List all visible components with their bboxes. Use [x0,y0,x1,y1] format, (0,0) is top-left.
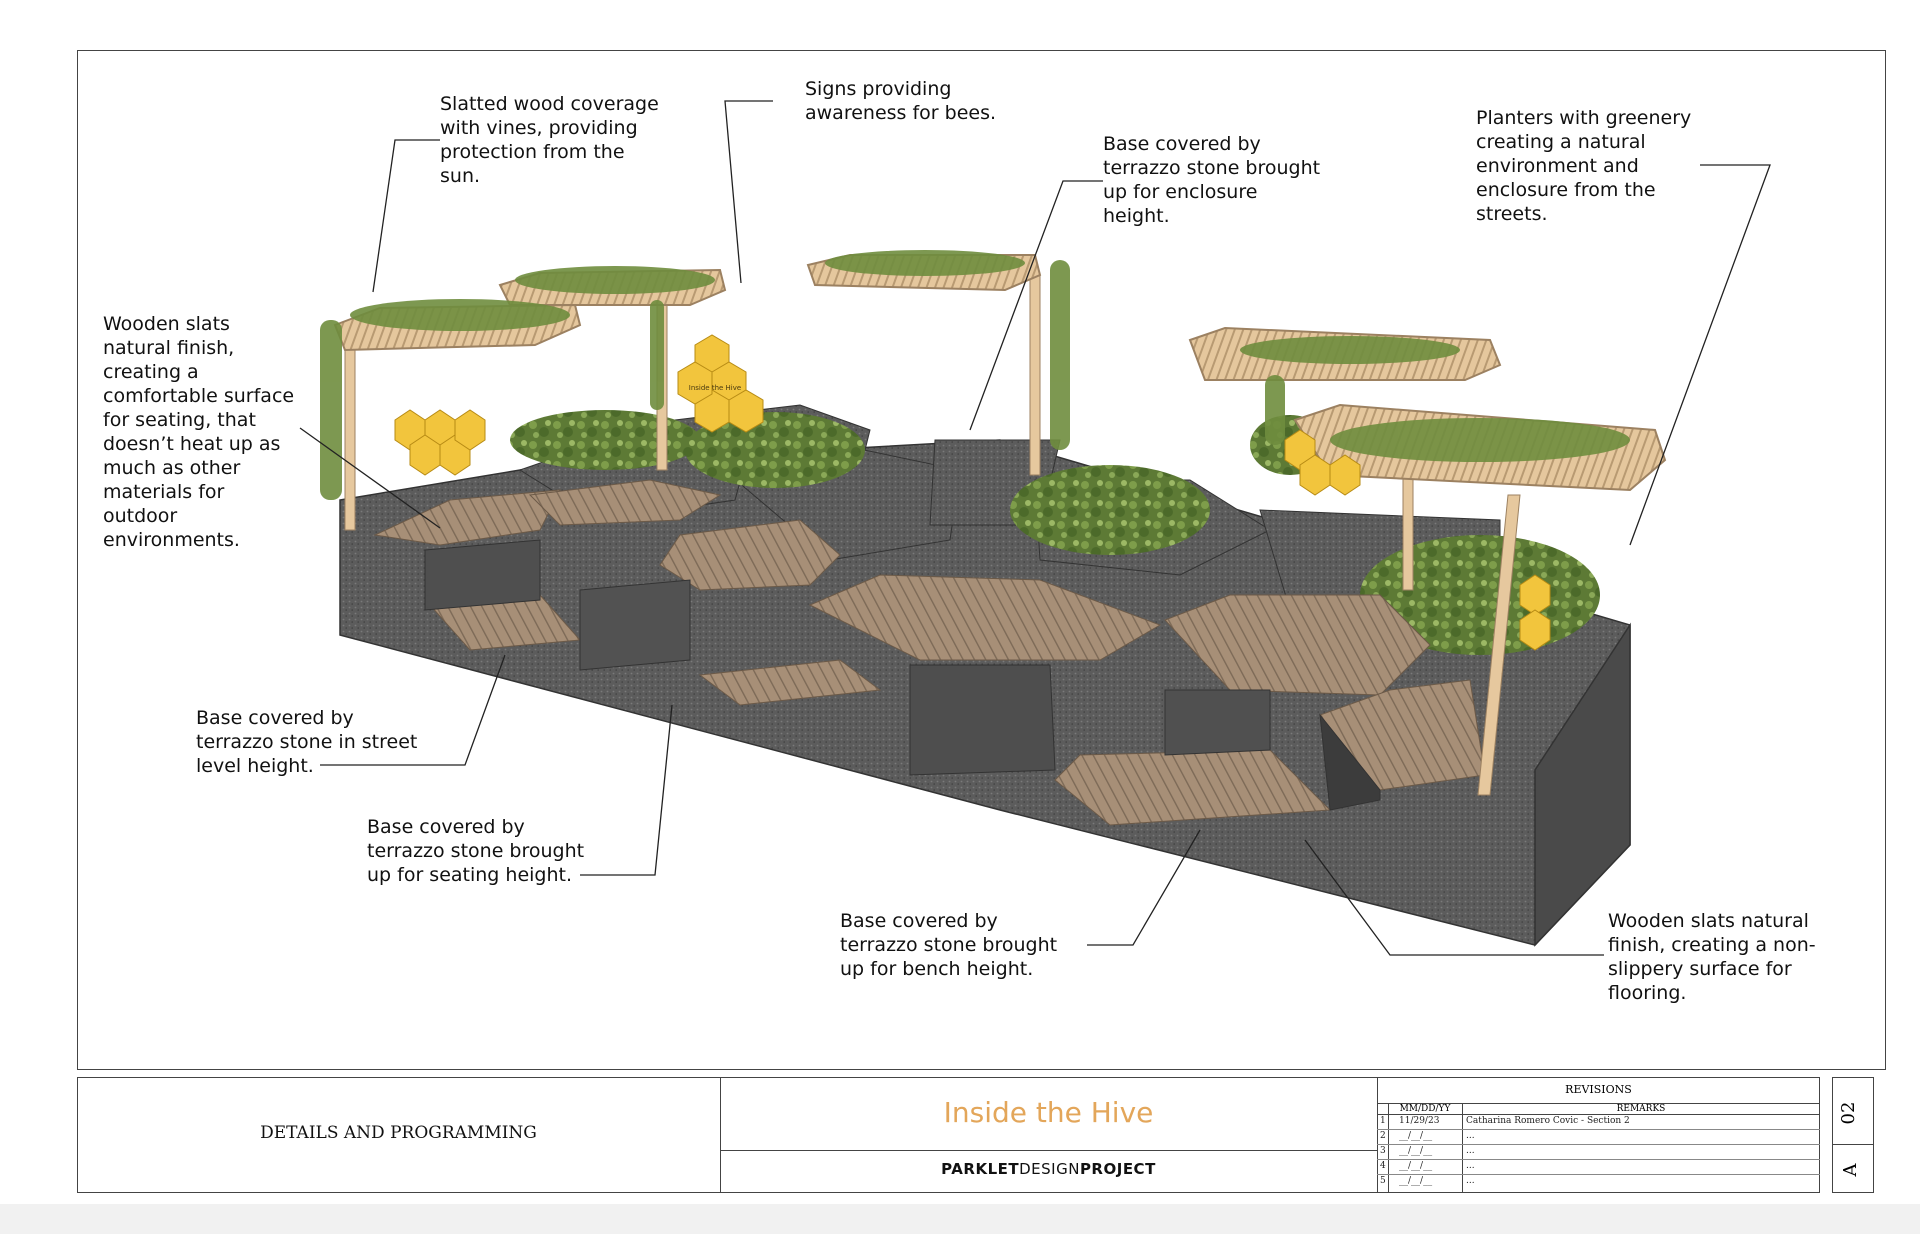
annotation-wooden-slats-seating: Wooden slats natural finish, creating a … [103,313,295,551]
revision-remark: Catharina Romero Covic - Section 2 [1466,1116,1630,1126]
sign-text: Inside the Hive [689,384,741,392]
pergola-vines [320,250,1630,500]
sheet-number-divider [1832,1144,1874,1145]
revisions-row-line-4 [1377,1174,1820,1175]
revisions-date-col [1462,1103,1463,1193]
revision-num: 2 [1380,1131,1386,1141]
brand-bold-1: PARKLET [941,1160,1020,1178]
drawing-frame [77,50,1886,1070]
sheet-number: 02 [1838,1101,1859,1125]
brand-logo: PARKLETDESIGNPROJECT [720,1160,1377,1178]
col-remarks-header: REMARKS [1616,1104,1666,1114]
annotation-street-base: Base covered by terrazzo stone in street… [196,707,418,777]
annotation-signs: Signs providing awareness for bees. [805,78,997,124]
revision-date: __/__/__ [1399,1161,1433,1171]
brand-bold-2: PROJECT [1079,1160,1156,1178]
annotation-bench-base: Base covered by terrazzo stone brought u… [840,910,1058,980]
revision-num: 5 [1380,1176,1386,1186]
brand-light: DESIGN [1019,1160,1080,1178]
annotation-enclosure-base: Base covered by terrazzo stone brought u… [1103,133,1321,227]
wood-seating-surfaces [373,479,1486,826]
title-block-divider-h [720,1150,1377,1151]
project-name: Inside the Hive [943,1096,1154,1129]
revision-date: __/__/__ [1399,1131,1433,1141]
revision-remark: ... [1466,1176,1475,1186]
step-faces [424,539,1381,811]
revisions-row-line-2 [1377,1144,1820,1145]
annotation-flooring: Wooden slats natural finish, creating a … [1608,910,1816,1004]
honeycomb-signs [394,334,1551,651]
revisions-num-col [1388,1103,1389,1193]
annotation-seating-base: Base covered by terrazzo stone brought u… [367,816,585,886]
revisions-header: REVISIONS [1565,1083,1632,1096]
col-date-header: MM/DD/YY [1399,1104,1451,1114]
revision-num: 3 [1380,1146,1386,1156]
revision-date: __/__/__ [1399,1146,1433,1156]
revision-remark: ... [1466,1161,1475,1171]
annotation-planters: Planters with greenery creating a natura… [1476,107,1692,225]
revision-num: 1 [1380,1116,1386,1126]
revisions-table [1377,1077,1820,1193]
revisions-row-line-1 [1377,1129,1820,1130]
revision-date: __/__/__ [1399,1176,1433,1186]
revision-date: 11/29/23 [1399,1116,1440,1126]
revision-remark: ... [1466,1146,1475,1156]
revisions-row-line-3 [1377,1159,1820,1160]
annotation-leaders [299,100,1771,956]
revisions-col-line [1377,1114,1820,1115]
sheet-title: DETAILS AND PROGRAMMING [260,1123,537,1143]
bottom-band [0,1204,1920,1234]
sheet-letter: A [1840,1163,1861,1177]
title-block-divider-1 [720,1077,721,1193]
sheet-number-box [1832,1077,1874,1193]
revision-num: 4 [1380,1161,1386,1171]
revisions-header-line [1377,1103,1820,1104]
annotation-slatted-wood: Slatted wood coverage with vines, provid… [440,93,659,187]
revision-remark: ... [1466,1131,1475,1141]
